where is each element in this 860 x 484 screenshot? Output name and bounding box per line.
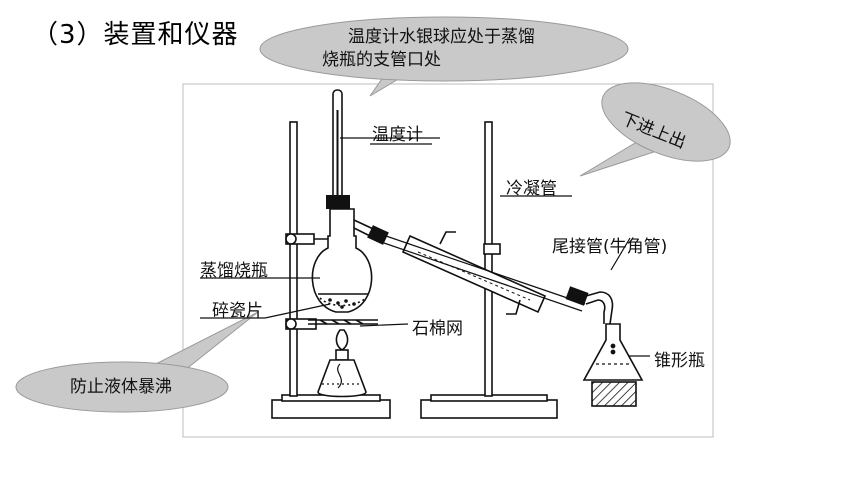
- label-receiver: 锥形瓶: [654, 351, 705, 371]
- thermometer-note-bubble: [259, 16, 629, 97]
- condenser: [367, 225, 586, 315]
- diagram-frame: [182, 83, 714, 438]
- section-heading: （3）装置和仪器: [32, 20, 239, 50]
- thermometer-note-line-2: 烧瓶的支管口处: [322, 50, 441, 70]
- label-gauze: 石棉网: [412, 319, 463, 339]
- adapter: [565, 237, 631, 325]
- label-condenser: 冷凝管: [506, 179, 557, 199]
- flask-stopper: [326, 195, 350, 209]
- distillation-flask: [311, 208, 385, 313]
- left-iron-stand: [271, 121, 391, 419]
- label-adapter: 尾接管(牛角管): [552, 237, 668, 257]
- thermometer-note-line-1: 温度计水银球应处于蒸馏: [348, 27, 535, 47]
- condenser-flow-bubble: [579, 82, 731, 177]
- leader-lines: [200, 143, 650, 357]
- label-boiling-chips: 碎瓷片: [212, 301, 263, 321]
- conical-flask: [582, 323, 644, 407]
- label-thermometer: 温度计: [372, 125, 423, 145]
- asbestos-gauze: [308, 319, 378, 325]
- right-iron-stand: [420, 121, 558, 419]
- anti-bumping-text: 防止液体暴沸: [70, 377, 172, 397]
- anti-bumping-bubble: [15, 311, 259, 413]
- alcohol-lamp: [317, 329, 367, 398]
- thermometer: [331, 89, 440, 218]
- label-flask: 蒸馏烧瓶: [200, 261, 268, 281]
- boiling-chips: [328, 298, 356, 309]
